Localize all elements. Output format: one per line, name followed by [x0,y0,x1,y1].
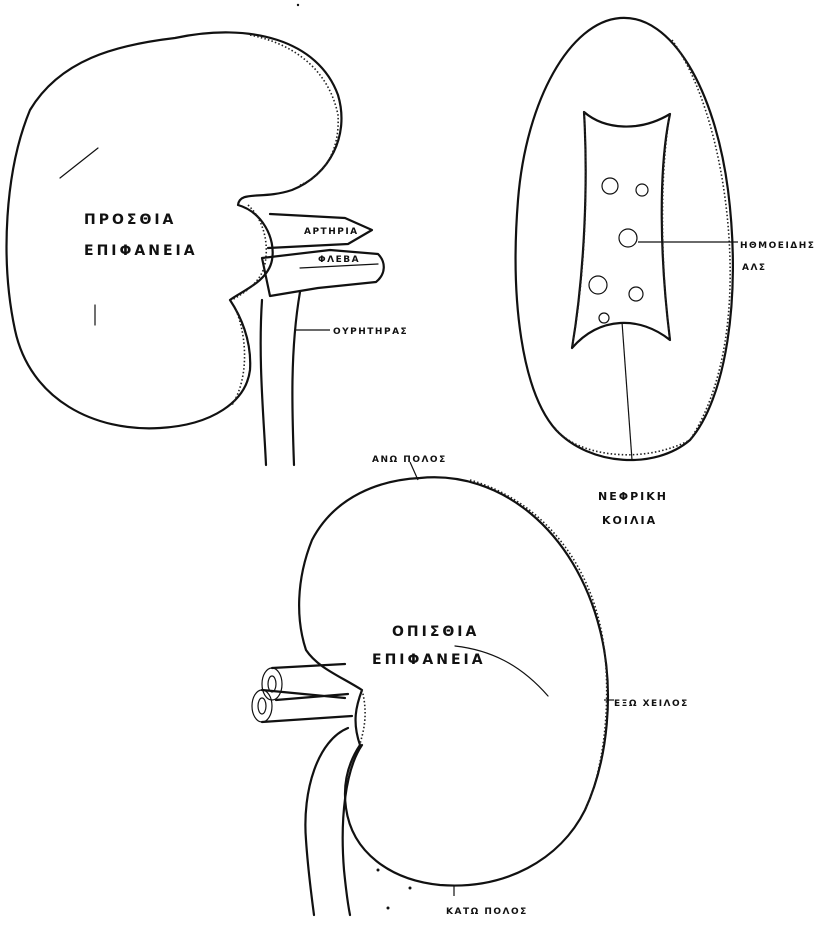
vessel-lumen [262,668,282,700]
anterior-kidney-view: ΠΡΟΣΘΙΑ ΕΠΙΦΑΝΕΙΑ ΑΡΤΗΡΙΑ ΦΛΕΒΑ ΟΥΡΗΤΗΡΑ… [7,32,409,465]
speck [297,4,299,6]
sinus-kidney-shading [555,40,730,455]
speck [409,887,412,890]
sinus-leader [622,322,632,460]
sinus-kidney-view: ΗΘΜΟΕΙΔΗΣ ΑΛΣ ΝΕΦΡΙΚΗ ΚΟΙΛΙΑ [516,18,816,527]
vessel-opening [589,276,607,294]
anterior-ureter [261,292,300,465]
sinus-label-1: ΝΕΦΡΙΚΗ [598,490,668,503]
vein-label: ΦΛΕΒΑ [318,255,360,265]
renal-sinus-opening [572,112,670,348]
sinus-label-2: ΚΟΙΛΙΑ [602,514,657,527]
renal-sinus-shading [572,112,670,348]
artery-label: ΑΡΤΗΡΙΑ [304,227,359,237]
sinus-kidney-outline [516,18,733,460]
posterior-vessel-walls [262,664,352,722]
vessels-label-1: ΗΘΜΟΕΙΔΗΣ [740,241,815,251]
anterior-surface-mark [60,148,98,178]
posterior-hilum-vessels [252,664,352,722]
vessel-opening [599,313,609,323]
posterior-kidney-shading [360,480,607,810]
anterior-kidney-shading [232,35,338,405]
sinus-vessel-openings [589,178,648,323]
speck [377,869,380,872]
vessel-lumen [252,690,272,722]
vessel-opening [619,229,637,247]
posterior-surface-label-1: ΟΠΙΣΘΙΑ [392,624,479,640]
vessel-lumen-inner [258,698,266,714]
posterior-kidney-outline [299,477,608,885]
posterior-surface-label-2: ΕΠΙΦΑΝΕΙΑ [372,652,486,668]
outer-border-label: ΕΞΩ ΧΕΙΛΟΣ [614,699,689,709]
anterior-surface-label-1: ΠΡΟΣΘΙΑ [84,212,176,228]
vessels-label-2: ΑΛΣ [742,263,767,273]
upper-pole-label: ΑΝΩ ΠΟΛΟΣ [372,455,447,465]
anterior-surface-label-2: ΕΠΙΦΑΝΕΙΑ [84,243,198,259]
lower-pole-label: ΚΑΤΩ ΠΟΛΟΣ [446,907,528,917]
vessel-opening [629,287,643,301]
vessel-opening [602,178,618,194]
speck [387,907,390,910]
vessel-opening [636,184,648,196]
ureter-label: ΟΥΡΗΤΗΡΑΣ [333,327,408,337]
anterior-kidney-outline [7,32,342,428]
